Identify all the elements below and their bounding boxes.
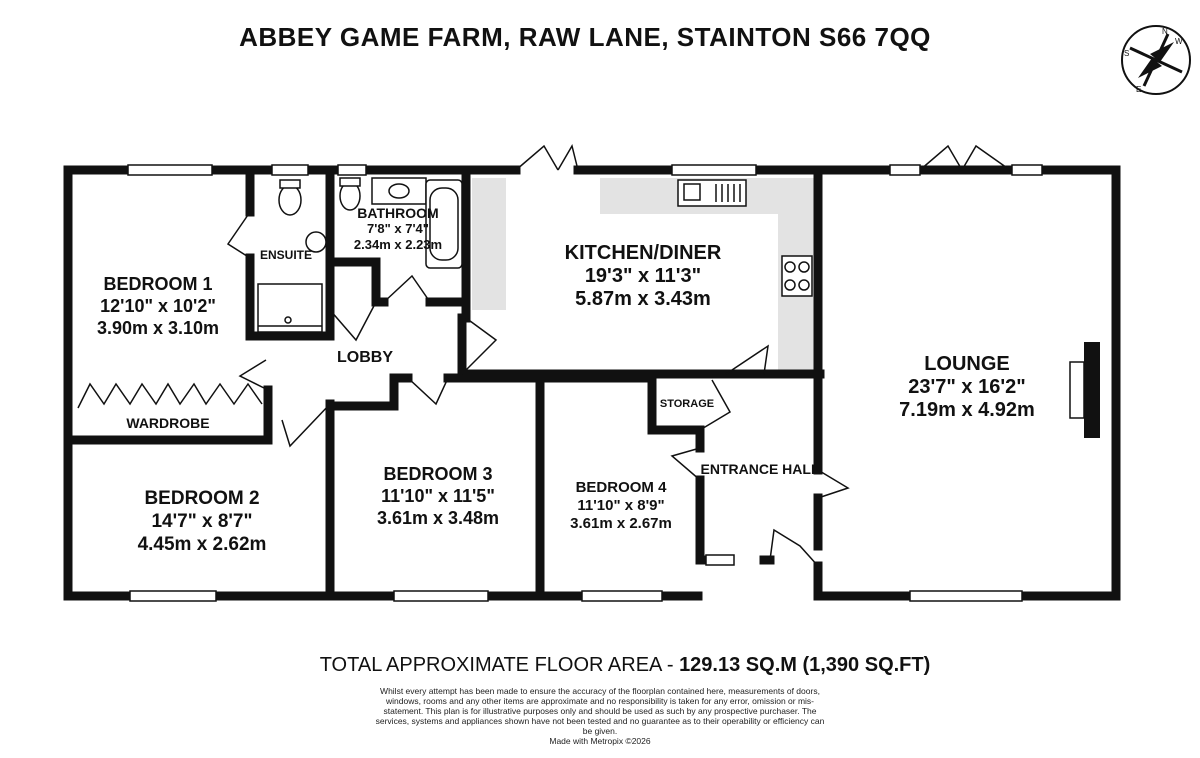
bathroom-imperial: 7'8" x 7'4" <box>367 221 429 236</box>
ensuite-basin-icon <box>305 231 327 253</box>
lounge-name: LOUNGE <box>924 353 1010 375</box>
hob-icon <box>781 255 813 297</box>
lobby-name: LOBBY <box>337 349 393 366</box>
bedroom2-metric: 4.45m x 2.62m <box>138 534 267 555</box>
fixtures <box>257 177 1085 419</box>
kitchen-imperial: 19'3" x 11'3" <box>585 265 701 287</box>
bedroom3-name: BEDROOM 3 <box>383 464 492 484</box>
bedroom3-metric: 3.61m x 3.48m <box>377 508 499 528</box>
lounge-metric: 7.19m x 4.92m <box>899 399 1035 421</box>
bathroom-metric: 2.34m x 2.23m <box>354 237 442 252</box>
compass-icon: N S E W <box>1121 25 1191 95</box>
kitchen-metric: 5.87m x 3.43m <box>575 288 711 310</box>
bedroom2-imperial: 14'7" x 8'7" <box>151 511 252 532</box>
bedroom4-name: BEDROOM 4 <box>576 479 668 496</box>
entrance-name: ENTRANCE HALL <box>701 461 820 477</box>
bedroom2-name: BEDROOM 2 <box>144 488 259 509</box>
floor-area-value: 129.13 SQ.M (1,390 SQ.FT) <box>679 654 931 676</box>
compass-east: E <box>1136 85 1141 94</box>
bedroom3-imperial: 11'10" x 11'5" <box>381 486 495 506</box>
compass-north: N <box>1162 27 1168 36</box>
bedroom1-name: BEDROOM 1 <box>103 274 212 294</box>
ensuite-toilet-icon <box>278 184 302 216</box>
floor-area: TOTAL APPROXIMATE FLOOR AREA - 129.13 SQ… <box>0 654 1200 677</box>
disclaimer-block: Whilst every attempt has been made to en… <box>370 686 830 746</box>
hearth-icon <box>1069 361 1085 419</box>
ensuite-name: ENSUITE <box>260 248 312 262</box>
wardrobe-name: WARDROBE <box>126 415 209 431</box>
windows <box>127 164 1043 602</box>
plan-title: ABBEY GAME FARM, RAW LANE, STAINTON S66 … <box>239 22 931 52</box>
kitchen-name: KITCHEN/DINER <box>565 242 722 264</box>
floor-area-label: TOTAL APPROXIMATE FLOOR AREA - <box>319 654 680 676</box>
bedroom4-metric: 3.61m x 2.67m <box>570 515 672 532</box>
bedroom1-metric: 3.90m x 3.10m <box>97 318 219 338</box>
lounge-imperial: 23'7" x 16'2" <box>908 376 1025 398</box>
bedroom4-imperial: 11'10" x 8'9" <box>577 497 664 514</box>
walls <box>63 165 1121 601</box>
doors <box>77 144 1011 567</box>
credit-text: Made with Metropix ©2026 <box>549 736 651 746</box>
compass-west: W <box>1175 37 1183 46</box>
bedroom1-imperial: 12'10" x 10'2" <box>100 296 216 316</box>
disclaimer-text: Whilst every attempt has been made to en… <box>375 686 825 736</box>
bathroom-name: BATHROOM <box>357 205 438 221</box>
storage-name: STORAGE <box>660 398 714 410</box>
compass-south: S <box>1124 49 1129 58</box>
shower-icon <box>257 283 323 333</box>
